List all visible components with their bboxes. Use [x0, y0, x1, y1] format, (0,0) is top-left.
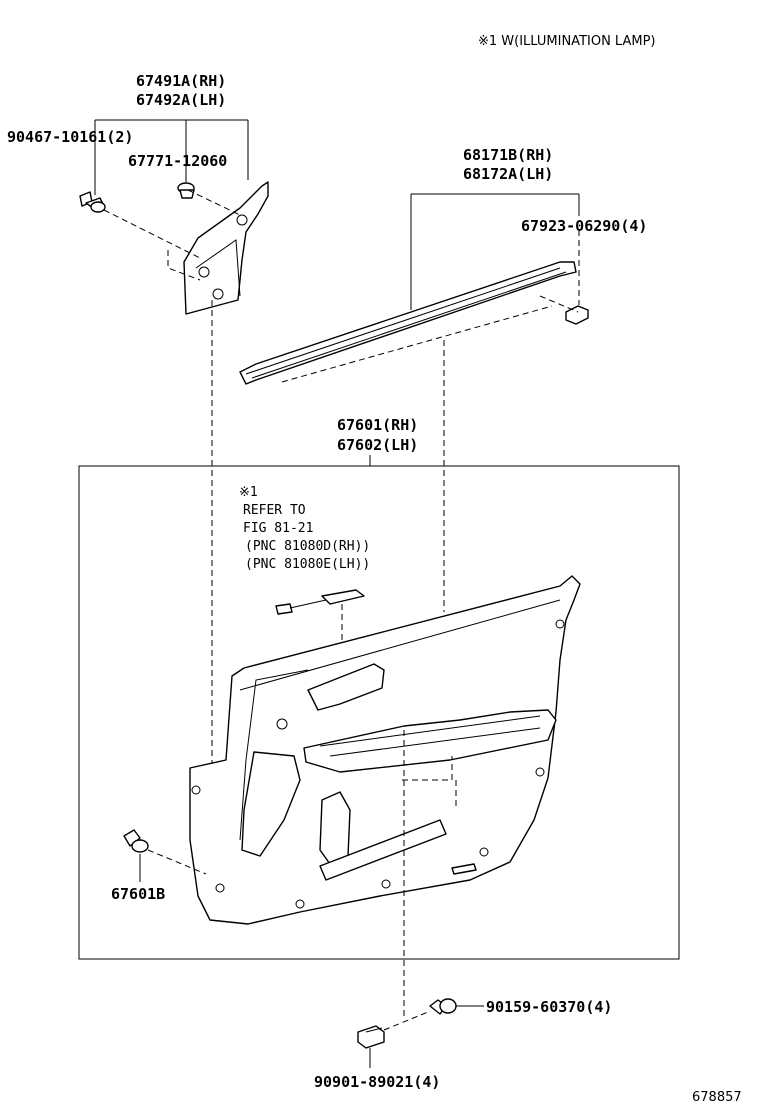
header-note: ※1 W(ILLUMINATION LAMP) — [478, 34, 656, 49]
label-screw-90467[interactable]: 90467-10161(2) — [7, 128, 133, 146]
molding-group: 67491A(RH) 67492A(LH) 90467-10161(2) 677… — [7, 72, 269, 770]
refer-line-1: REFER TO — [243, 503, 306, 518]
weatherstrip-part — [239, 261, 577, 385]
label-panel-rh[interactable]: 67601(RH) — [337, 416, 418, 434]
clip-90901-part — [357, 1025, 385, 1049]
label-panel-lh[interactable]: 67602(LH) — [337, 436, 418, 454]
panel-box — [78, 465, 680, 960]
label-clip-67923[interactable]: 67923-06290(4) — [521, 217, 647, 235]
label-molding-rh[interactable]: 67491A(RH) — [136, 72, 226, 90]
leader-molding — [94, 119, 249, 195]
refer-line-3: (PNC 81080D(RH)) — [245, 539, 370, 554]
footer-code: 678857 — [692, 1090, 742, 1105]
label-clip-90901[interactable]: 90901-89021(4) — [314, 1073, 440, 1091]
leader-weatherstrip — [410, 193, 580, 310]
door-trim-panel — [189, 575, 581, 1020]
screw-90159-part — [429, 998, 457, 1015]
weatherstrip-group: 68171B(RH) 68172A(LH) 67923-06290(4) — [239, 146, 647, 612]
refer-mark: ※1 — [239, 485, 258, 500]
clip-67923-part — [565, 305, 589, 325]
label-clip-67771[interactable]: 67771-12060 — [128, 152, 227, 170]
refer-line-4: (PNC 81080E(LH)) — [245, 557, 370, 572]
label-screw-90159[interactable]: 90159-60370(4) — [486, 998, 612, 1016]
refer-note: ※1 REFER TO FIG 81-21 (PNC 81080D(RH)) (… — [239, 485, 370, 572]
clip-67601b-part — [123, 829, 207, 875]
screw-90467-part — [79, 191, 106, 213]
label-molding-lh[interactable]: 67492A(LH) — [136, 91, 226, 109]
label-weatherstrip-lh[interactable]: 68172A(LH) — [463, 165, 553, 183]
clip-67771-part — [177, 182, 195, 199]
label-clip-67601b[interactable]: 67601B — [111, 885, 165, 903]
refer-line-2: FIG 81-21 — [243, 521, 313, 536]
molding-part — [183, 181, 269, 315]
label-weatherstrip-rh[interactable]: 68171B(RH) — [463, 146, 553, 164]
